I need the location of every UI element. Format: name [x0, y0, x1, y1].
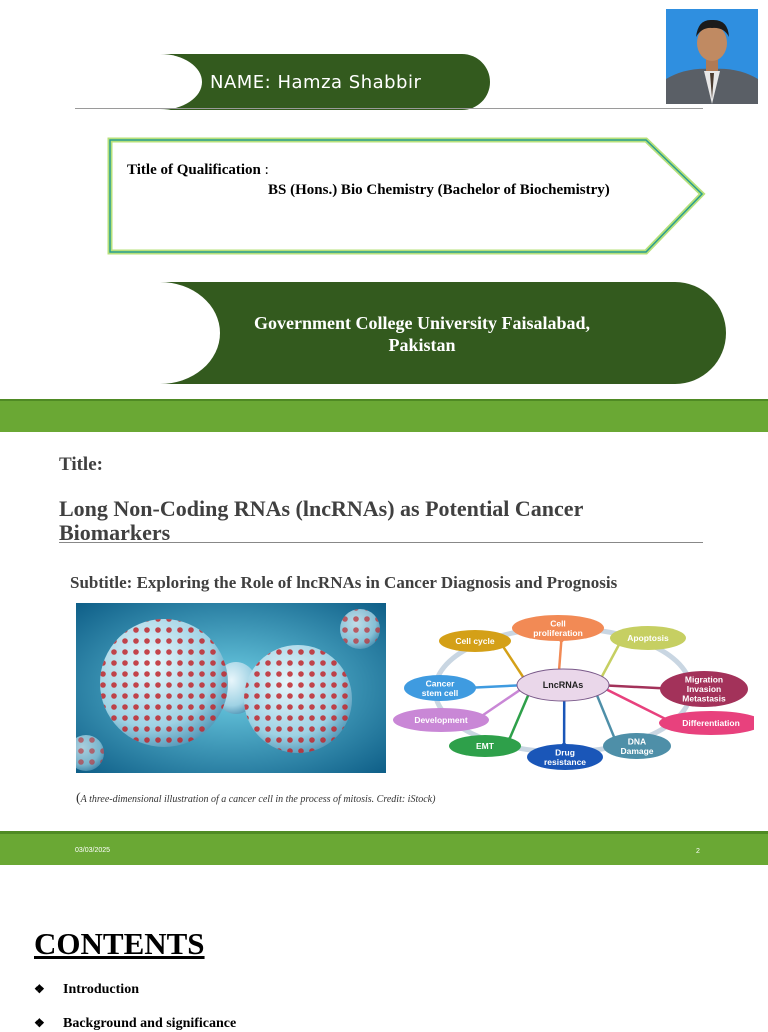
diagram-node: Apoptosis: [610, 626, 686, 650]
diagram-node-label: proliferation: [533, 628, 583, 638]
diagram-node: Development: [393, 708, 489, 732]
diagram-arrow: [502, 645, 523, 677]
divider-line: [75, 108, 703, 109]
presenter-photo: [666, 9, 758, 104]
diagram-node-label: EMT: [476, 741, 495, 751]
qualification-label: Title of Qualification :: [127, 162, 269, 179]
diagram-node: Cell cycle: [439, 630, 511, 652]
diagram-node: EMT: [449, 735, 521, 757]
diagram-node-label: Damage: [620, 746, 653, 756]
presentation-subtitle: Subtitle: Exploring the Role of lncRNAs …: [70, 573, 617, 593]
lncrna-function-diagram: LncRNAs Cell cycle CellproliferationApopt…: [392, 610, 754, 775]
title-label: Title:: [59, 454, 103, 476]
diagram-node-label: Cell cycle: [455, 636, 494, 646]
diagram-arrow: [559, 640, 561, 669]
diagram-node-label: Metastasis: [682, 694, 726, 704]
diagram-node-label: Differentiation: [682, 718, 740, 728]
diagram-node-label: resistance: [544, 757, 586, 767]
contents-heading: CONTENTS: [34, 926, 205, 962]
diagram-node-label: Cell: [550, 618, 566, 628]
contents-item-background: ❖Background and significance: [34, 1016, 236, 1032]
presenter-name: NAME: Hamza Shabbir: [210, 72, 421, 93]
diagram-arrow: [471, 685, 519, 687]
name-banner-notch: [118, 54, 202, 110]
slide-footer-band: [0, 834, 768, 865]
diagram-node-label: Invasion: [687, 684, 721, 694]
diagram-node-label: DNA: [628, 736, 646, 746]
contents-item-introduction: ❖Introduction: [34, 982, 139, 998]
diagram-arrow: [602, 643, 620, 677]
diagram-arrow: [606, 689, 669, 720]
diagram-node: Differentiation: [659, 711, 754, 735]
diagram-node-label: stem cell: [422, 688, 458, 698]
diamond-bullet-icon: ❖: [34, 982, 63, 997]
slide-date: 03/03/2025: [75, 847, 110, 854]
diagram-node-label: Development: [414, 715, 468, 725]
slide-separator-band: [0, 401, 768, 432]
diagram-arrow: [480, 689, 520, 717]
diagram-node-label: Cancer: [426, 678, 456, 688]
diagram-node-label: Migration: [685, 675, 723, 685]
diagram-arrow: [597, 695, 615, 738]
qualification-value: BS (Hons.) Bio Chemistry (Bachelor of Bi…: [268, 182, 610, 199]
university-name: Government College University Faisalabad…: [210, 312, 634, 356]
image-caption: (A three-dimensional illustration of a c…: [76, 791, 435, 807]
diagram-node-label: Apoptosis: [627, 633, 669, 643]
diagram-arrow: [509, 695, 528, 740]
university-banner-notch: [100, 282, 220, 384]
presentation-title: Long Non-Coding RNAs (lncRNAs) as Potent…: [59, 497, 699, 545]
slide-number: 2: [696, 848, 700, 855]
diagram-arrow: [607, 685, 667, 688]
diagram-node-label: Drug: [555, 747, 575, 757]
title-underline: [59, 542, 703, 543]
cancer-cell-illustration: [76, 603, 386, 773]
diagram-center-label: LncRNAs: [543, 680, 584, 690]
